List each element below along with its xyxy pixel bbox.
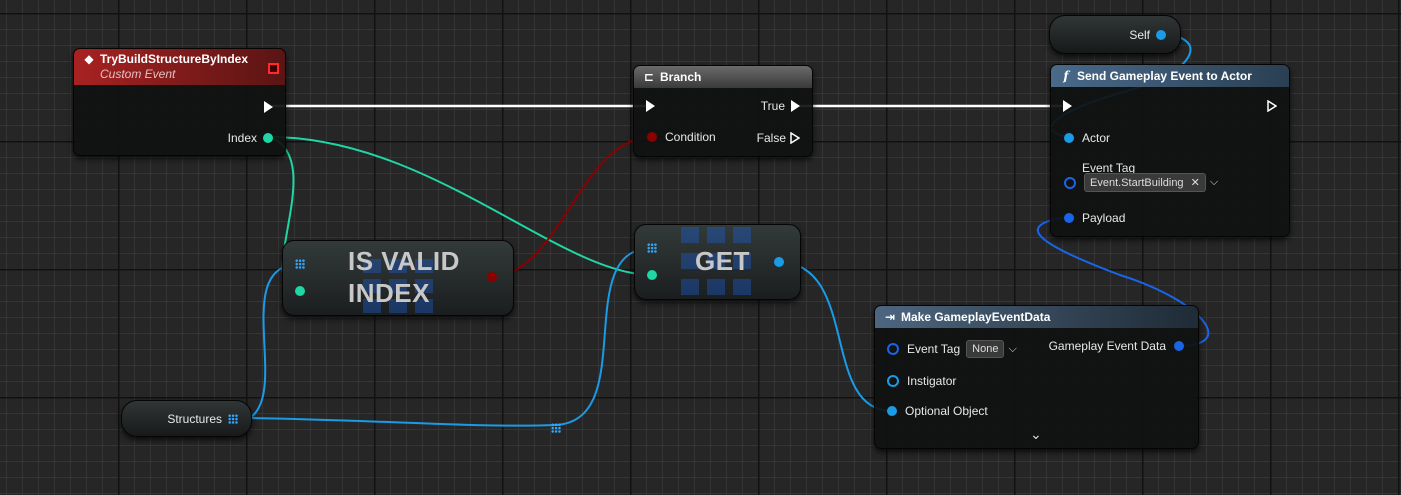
branch-condition-pin[interactable]: Condition xyxy=(647,130,716,144)
send-exec-in-pin[interactable] xyxy=(1063,100,1072,112)
branch-false-pin[interactable]: False xyxy=(757,131,800,145)
int-pin-icon xyxy=(647,270,657,280)
optional-object-in-pin[interactable]: Optional Object xyxy=(887,404,988,418)
exec-hollow-arrow-icon xyxy=(790,132,800,144)
make-data-title: Make GameplayEventData xyxy=(901,310,1051,324)
instigator-in-pin[interactable]: Instigator xyxy=(887,374,956,388)
event-tag-label-row: Event Tag xyxy=(1082,161,1135,175)
index-label: Index xyxy=(227,131,257,145)
exec-arrow-icon xyxy=(264,101,273,113)
false-label: False xyxy=(756,131,786,145)
object-pin-icon xyxy=(774,257,784,267)
is-valid-index-label: IS VALID INDEX xyxy=(348,245,460,309)
bool-wire-isvalid-to-branch xyxy=(489,136,653,278)
exec-arrow-icon xyxy=(1063,100,1072,112)
branch-title: Branch xyxy=(660,70,702,84)
struct-pin-icon xyxy=(1174,341,1184,351)
array-pin-icon xyxy=(551,423,561,433)
bool-pin-icon xyxy=(487,272,497,282)
exec-arrow-icon xyxy=(791,100,800,112)
clear-tag-icon[interactable]: ✕ xyxy=(1190,177,1200,189)
exec-arrow-icon xyxy=(646,100,655,112)
object-pin-icon xyxy=(887,406,897,416)
make-gameplay-event-data-node[interactable]: ⇥ Make GameplayEventData Event Tag None … xyxy=(874,305,1199,449)
send-gameplay-event-node[interactable]: f Send Gameplay Event to Actor Actor Eve… xyxy=(1050,64,1290,237)
actor-in-pin[interactable]: Actor xyxy=(1064,131,1110,145)
branch-node[interactable]: ⊏ Branch True Condition False xyxy=(633,65,813,157)
event-tag-value[interactable]: Event.StartBuilding ✕ xyxy=(1084,173,1206,192)
self-out-pin[interactable]: Self xyxy=(1129,28,1166,42)
is-valid-line1: IS VALID xyxy=(348,246,460,276)
event-tag-in-pin[interactable]: Event.StartBuilding ✕ ⌵ xyxy=(1064,173,1218,192)
custom-event-subtitle: Custom Event xyxy=(100,67,176,81)
custom-event-node[interactable]: ◆ TryBuildStructureByIndex Custom Event … xyxy=(73,48,286,156)
custom-event-header[interactable]: ◆ TryBuildStructureByIndex Custom Event xyxy=(74,49,285,85)
make-event-tag-value[interactable]: None xyxy=(966,340,1005,358)
make-event-tag-pin[interactable]: Event Tag None ⌵ xyxy=(887,340,1017,358)
instigator-label: Instigator xyxy=(907,374,957,388)
is-valid-line2: INDEX xyxy=(348,278,430,308)
get-label: GET xyxy=(695,246,750,276)
make-data-header[interactable]: ⇥ Make GameplayEventData xyxy=(875,306,1198,328)
event-tag-label: Event Tag xyxy=(1082,161,1136,175)
array-pin-icon xyxy=(295,259,305,269)
event-tag-value-text: Event.StartBuilding xyxy=(1090,177,1184,189)
structures-variable-node[interactable]: Structures xyxy=(121,400,252,437)
exec-hollow-arrow-icon xyxy=(1267,100,1277,112)
structures-out-pin[interactable]: Structures xyxy=(167,412,238,426)
gameplay-event-data-label: Gameplay Event Data xyxy=(1048,339,1166,353)
make-struct-icon: ⇥ xyxy=(884,310,896,324)
is-valid-index-in-pin[interactable] xyxy=(295,286,305,296)
send-event-title: Send Gameplay Event to Actor xyxy=(1077,69,1252,83)
true-label: True xyxy=(760,99,785,113)
branch-true-pin[interactable]: True xyxy=(761,99,800,113)
optional-object-label: Optional Object xyxy=(905,404,988,418)
object-pin-icon xyxy=(887,375,899,387)
self-node[interactable]: Self xyxy=(1049,15,1181,54)
get-node[interactable]: GET xyxy=(634,224,801,300)
self-label: Self xyxy=(1129,28,1150,42)
int-pin-icon xyxy=(263,133,273,143)
branch-header[interactable]: ⊏ Branch xyxy=(634,66,812,88)
send-event-header[interactable]: f Send Gameplay Event to Actor xyxy=(1051,65,1289,87)
reroute-knot[interactable] xyxy=(551,420,561,438)
send-exec-out-pin[interactable] xyxy=(1267,100,1277,112)
get-object-out-pin[interactable] xyxy=(774,257,784,267)
object-pin-icon xyxy=(1064,133,1074,143)
array-pin-icon xyxy=(228,414,238,424)
actor-label: Actor xyxy=(1082,131,1111,145)
payload-in-pin[interactable]: Payload xyxy=(1064,211,1125,225)
chevron-down-icon[interactable]: ⌵ xyxy=(1008,342,1017,355)
expand-chevron-icon[interactable]: ⌄ xyxy=(1030,426,1042,442)
exec-out-pin[interactable] xyxy=(264,101,273,113)
payload-label: Payload xyxy=(1082,211,1126,225)
event-diamond-icon: ◆ xyxy=(84,52,94,66)
branch-icon: ⊏ xyxy=(643,70,655,84)
array-pin-icon xyxy=(647,243,657,253)
chevron-down-icon[interactable]: ⌵ xyxy=(1209,176,1219,188)
bool-pin-icon xyxy=(647,132,657,142)
structures-label: Structures xyxy=(167,412,222,426)
replication-flag-icon xyxy=(268,63,279,74)
function-icon: f xyxy=(1063,69,1069,83)
struct-pin-icon xyxy=(887,343,899,355)
is-valid-array-in-pin[interactable] xyxy=(295,259,305,269)
condition-label: Condition xyxy=(665,130,716,144)
get-array-in-pin[interactable] xyxy=(647,243,657,253)
index-out-pin[interactable]: Index xyxy=(228,131,273,145)
gameplay-event-data-out-pin[interactable]: Gameplay Event Data xyxy=(1049,339,1184,353)
struct-pin-icon xyxy=(1064,176,1076,189)
is-valid-index-node[interactable]: IS VALID INDEX xyxy=(282,240,514,316)
int-pin-icon xyxy=(295,286,305,296)
is-valid-bool-out-pin[interactable] xyxy=(487,272,497,282)
custom-event-title: TryBuildStructureByIndex xyxy=(100,52,249,66)
array-watermark-icon xyxy=(681,227,751,297)
object-pin-icon xyxy=(1156,30,1166,40)
get-index-in-pin[interactable] xyxy=(647,270,657,280)
branch-exec-in-pin[interactable] xyxy=(646,100,655,112)
struct-pin-icon xyxy=(1064,213,1074,223)
make-event-tag-label: Event Tag xyxy=(907,342,961,356)
